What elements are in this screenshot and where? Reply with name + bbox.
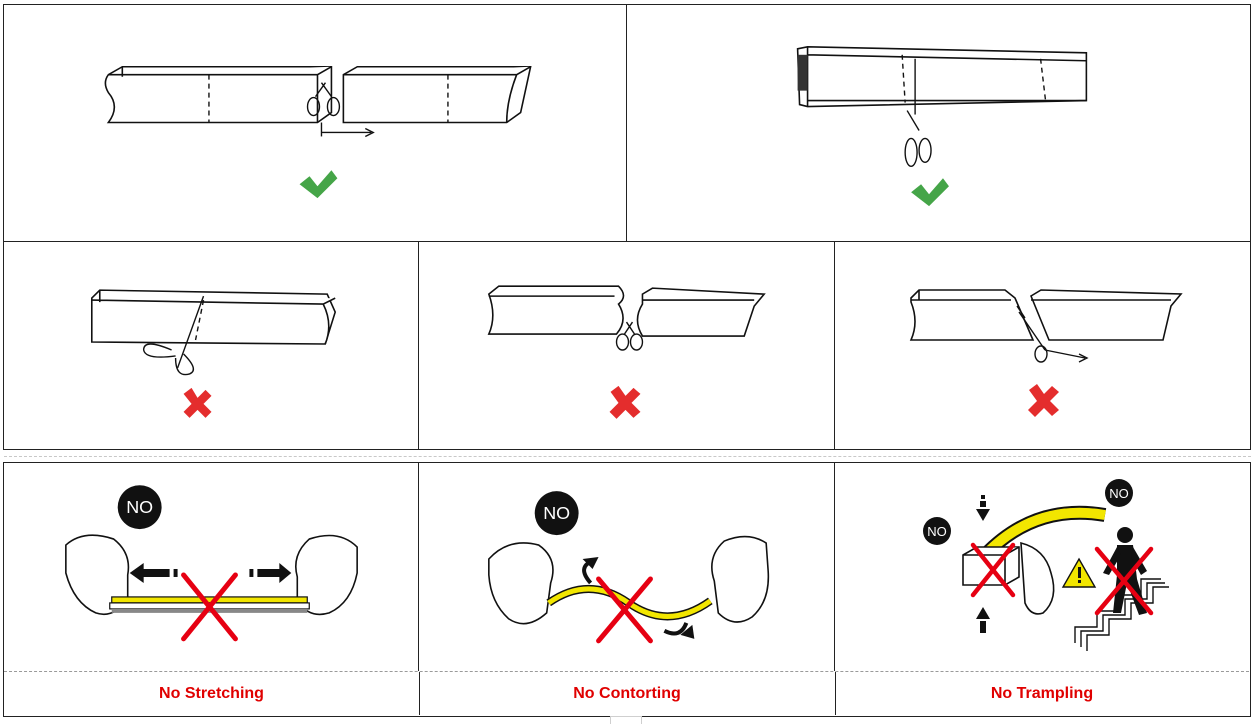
red-x-icon: [970, 542, 1154, 616]
correct-cut-marked-illustration: [796, 46, 1088, 168]
no-contorting-panel: NO: [419, 463, 835, 671]
caption-no-stretching: No Stretching: [159, 684, 264, 702]
wrong-cut-diagonal-illustration: [90, 289, 337, 376]
no-badge-icon: [1105, 479, 1133, 507]
caption-no-contorting: No Contorting: [573, 684, 681, 702]
no-contorting-illustration: [488, 491, 770, 644]
correct-cut-illustration: [104, 65, 532, 138]
cross-mark-icon: [183, 387, 212, 418]
check-mark-icon: [911, 178, 949, 207]
wrong-cut-angled-panel: [835, 242, 1251, 449]
no-badge-icon: [923, 517, 951, 545]
no-stretching-illustration: [65, 485, 358, 642]
no-badge-icon: [117, 485, 162, 530]
wrong-cut-diagonal-panel: [4, 242, 419, 449]
section-divider: [4, 456, 1251, 457]
page-marker: [610, 716, 642, 724]
correct-cut-marked-panel: [627, 5, 1251, 242]
check-mark-icon: [299, 170, 338, 199]
caption-row: No Stretching No Contorting No Trampling: [4, 671, 1249, 715]
handling-prohibitions-table: NO: [3, 462, 1251, 717]
cross-mark-icon: [609, 385, 641, 419]
no-trampling-panel: NO NO: [835, 463, 1251, 671]
cross-mark-icon: [1028, 384, 1059, 417]
no-badge-icon: [534, 491, 579, 536]
red-x-icon: [596, 576, 653, 644]
no-stretching-panel: NO: [4, 463, 419, 671]
caption-no-trampling: No Trampling: [990, 684, 1094, 702]
red-x-icon: [181, 572, 238, 642]
no-trampling-illustration: [923, 479, 1169, 651]
wrong-cut-joint-panel: [419, 242, 835, 449]
cutting-guide-table: [3, 4, 1251, 450]
correct-cut-panel: [4, 5, 627, 242]
wrong-cut-angled-illustration: [909, 289, 1183, 363]
warning-triangle-icon: [1061, 557, 1097, 588]
wrong-cut-joint-illustration: [487, 285, 766, 351]
